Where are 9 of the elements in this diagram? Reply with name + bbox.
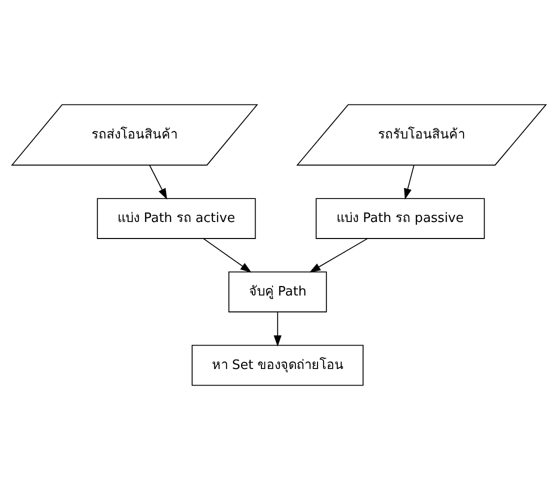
node-box: แบ่ง Path รถ active xyxy=(96,198,256,239)
arrow xyxy=(309,238,368,272)
arrow xyxy=(404,164,414,200)
node-box: จับคู่ Path xyxy=(228,271,327,312)
node-box: หา Set ของจุดถ่ายโอน xyxy=(192,344,364,386)
node-box: แบ่ง Path รถ passive xyxy=(316,198,485,239)
arrow xyxy=(149,164,168,200)
arrow xyxy=(274,312,282,347)
arrow xyxy=(203,238,252,273)
